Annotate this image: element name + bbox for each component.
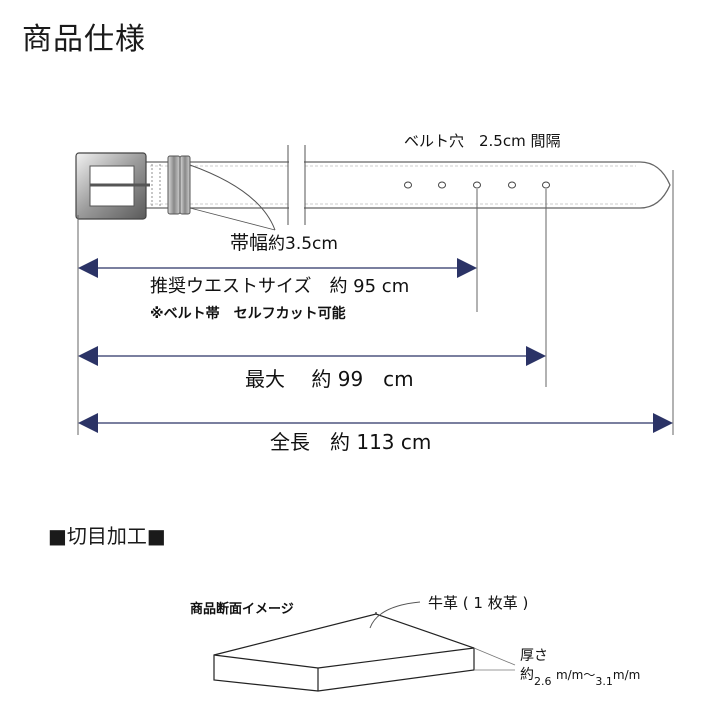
reference-lines [77, 170, 674, 435]
material-pointer [369, 601, 421, 629]
total-arrow [78, 413, 673, 433]
width-pointer [189, 164, 276, 231]
belt-hole [438, 181, 446, 189]
thickness-pointer-top [473, 647, 516, 666]
belt-hole [508, 181, 516, 189]
thickness-unit1: m/m〜 [555, 668, 596, 682]
recommended-waist-label: 推奨ウエストサイズ 約 95 cm [150, 276, 410, 297]
material-label: 牛革 ( 1 枚革 ) [428, 594, 529, 612]
thickness-max: 3.1 [595, 675, 613, 688]
width-pointer-lower [189, 207, 276, 231]
belt-hole [542, 181, 550, 189]
belt-hole [473, 181, 481, 189]
belt-hole [404, 181, 412, 189]
keeper-loop-icon [167, 155, 191, 215]
thickness-title: 厚さ [520, 648, 548, 664]
max-length-label: 最大 約 99 cm [245, 367, 414, 391]
cross-section-illustration [213, 612, 475, 692]
belt-width-prefix: 帯幅 [230, 232, 269, 254]
belt-holes [404, 181, 550, 189]
self-cut-note: ※ベルト帯 セルフカット可能 [150, 306, 346, 322]
buckle-icon [75, 152, 150, 220]
thickness-unit2: m/m [612, 668, 641, 682]
belt-width-label: 帯幅約3.5cm [230, 228, 338, 255]
thickness-min: 2.6 [534, 675, 552, 688]
thickness-prefix: 約 [520, 667, 534, 683]
total-length-label: 全長 約 113 cm [270, 430, 432, 454]
recommended-arrow [78, 258, 477, 278]
max-arrow [78, 346, 546, 366]
strap-end-stitch [151, 164, 161, 206]
belt-break-mark [287, 145, 306, 225]
section-title: ■切目加工■ [48, 524, 166, 548]
hole-spacing-label: ベルト穴 2.5cm 間隔 [404, 132, 561, 150]
thickness-value: 約2.6 m/m〜3.1m/m [520, 664, 640, 688]
belt-width-value: 約3.5cm [268, 234, 338, 254]
cross-section-image-label: 商品断面イメージ [190, 602, 294, 617]
page-title: 商品仕様 [22, 22, 146, 57]
